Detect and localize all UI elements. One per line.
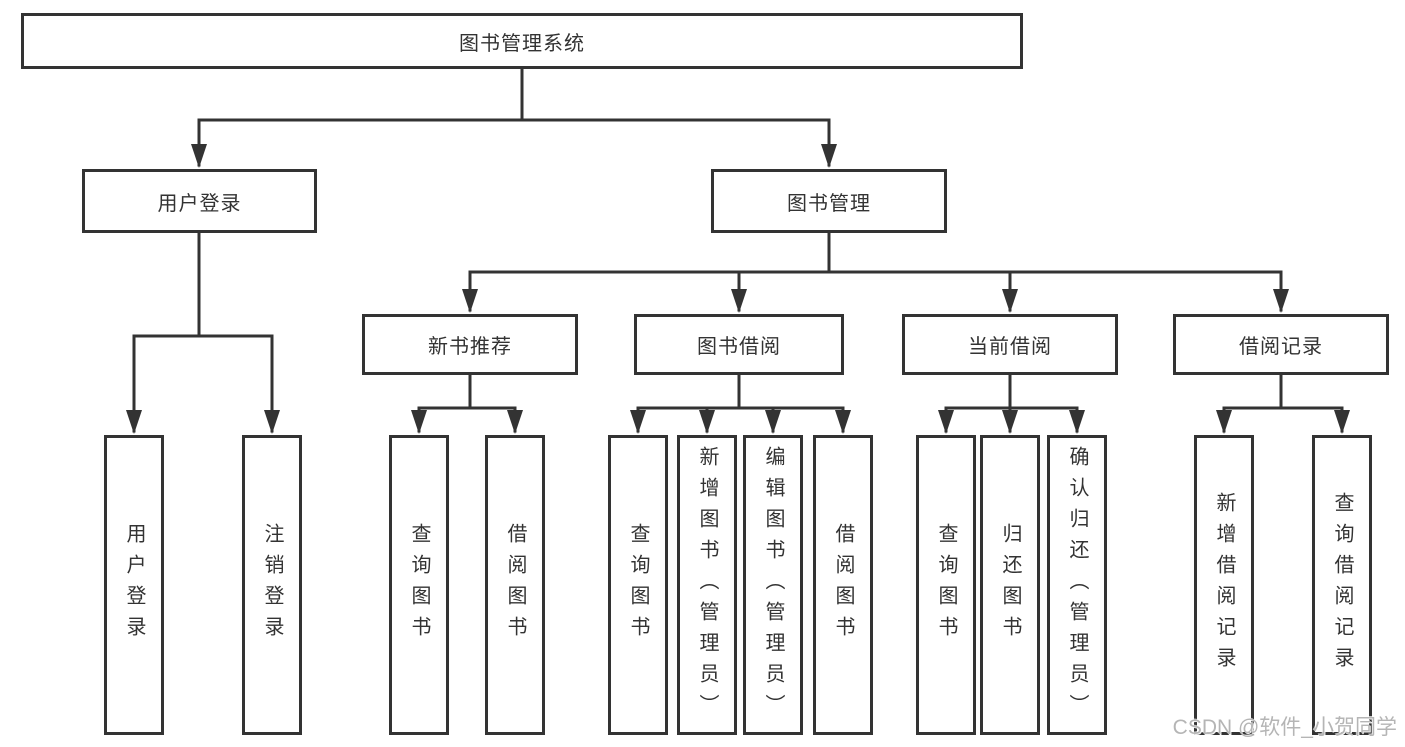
node-query-borrow-record: 查询借阅记录 xyxy=(1312,435,1372,735)
node-label: 查询图书 xyxy=(627,523,649,647)
node-label: 新书推荐 xyxy=(428,336,512,358)
node-borrow-books-recommend: 借阅图书 xyxy=(485,435,545,735)
node-label: 用户登录 xyxy=(123,523,145,647)
node-label: 新增图书（管理员） xyxy=(696,445,718,725)
node-library-system: 图书管理系统 xyxy=(21,13,1023,69)
node-label: 查询图书 xyxy=(935,523,957,647)
csdn-watermark: CSDN @软件_小贺同学 xyxy=(1172,716,1397,739)
node-label: 借阅图书 xyxy=(832,523,854,647)
node-return-books: 归还图书 xyxy=(980,435,1040,735)
node-query-books-current: 查询图书 xyxy=(916,435,976,735)
node-label: 确认归还（管理员） xyxy=(1066,445,1088,725)
node-logout-action: 注销登录 xyxy=(242,435,302,735)
node-query-books-borrowing: 查询图书 xyxy=(608,435,668,735)
node-edit-books-admin: 编辑图书（管理员） xyxy=(743,435,803,735)
node-label: 图书管理系统 xyxy=(459,32,585,55)
node-query-books-recommend: 查询图书 xyxy=(389,435,449,735)
node-user-login: 用户登录 xyxy=(82,169,317,233)
node-user-login-action: 用户登录 xyxy=(104,435,164,735)
node-confirm-return-admin: 确认归还（管理员） xyxy=(1047,435,1107,735)
node-label: 当前借阅 xyxy=(968,336,1052,358)
node-borrow-books-borrowing: 借阅图书 xyxy=(813,435,873,735)
node-label: 查询借阅记录 xyxy=(1331,492,1353,678)
node-label: 编辑图书（管理员） xyxy=(762,445,784,725)
node-label: 注销登录 xyxy=(261,523,283,647)
node-label: 图书管理 xyxy=(787,192,871,215)
node-new-book-recommend: 新书推荐 xyxy=(362,314,578,375)
node-borrowing-records: 借阅记录 xyxy=(1173,314,1389,375)
node-label: 归还图书 xyxy=(999,523,1021,647)
node-add-borrow-record: 新增借阅记录 xyxy=(1194,435,1254,735)
node-current-borrowing: 当前借阅 xyxy=(902,314,1118,375)
node-book-borrowing: 图书借阅 xyxy=(634,314,844,375)
node-add-books-admin: 新增图书（管理员） xyxy=(677,435,737,735)
node-book-management: 图书管理 xyxy=(711,169,947,233)
node-label: 图书借阅 xyxy=(697,336,781,358)
node-label: 借阅图书 xyxy=(504,523,526,647)
node-label: 新增借阅记录 xyxy=(1213,492,1235,678)
node-label: 借阅记录 xyxy=(1239,336,1323,358)
node-label: 用户登录 xyxy=(157,192,242,215)
node-label: 查询图书 xyxy=(408,523,430,647)
